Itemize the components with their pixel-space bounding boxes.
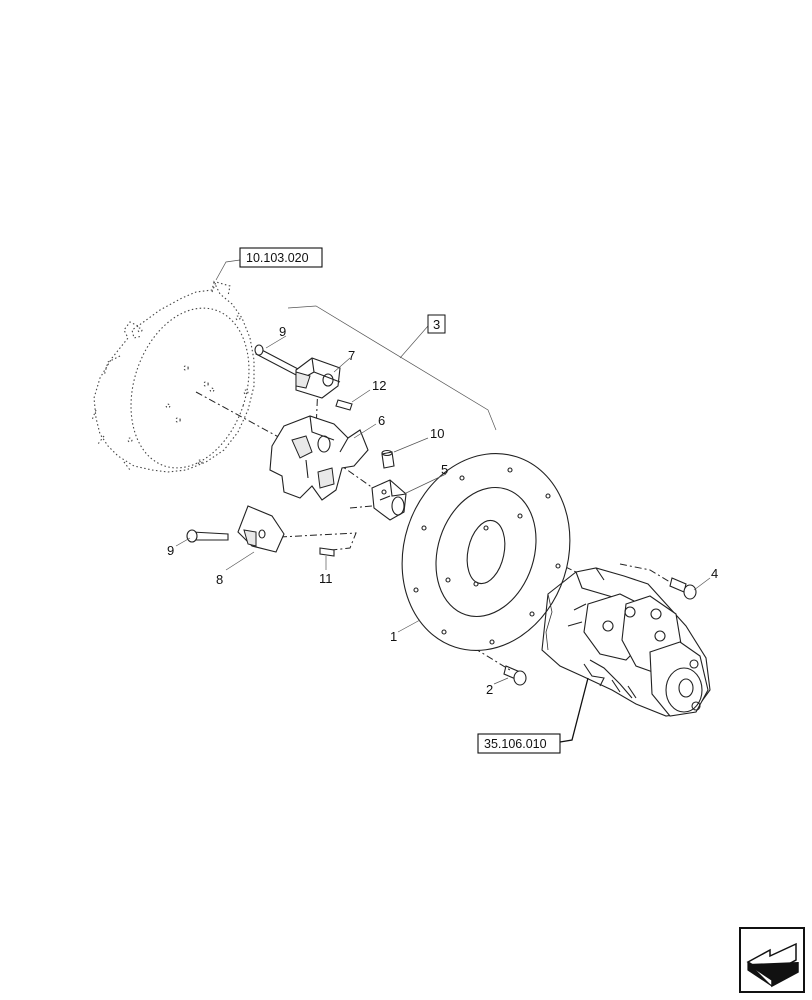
leader-10 (393, 437, 429, 453)
callout-6: 6 (378, 413, 385, 428)
ref-housing-label[interactable]: 10.103.020 (246, 251, 309, 265)
leader-ref-pump (559, 677, 589, 743)
callout-1: 1 (390, 629, 397, 644)
coupling-hub (371, 479, 407, 521)
ref-box-housing (239, 247, 323, 268)
leader-4 (693, 577, 711, 591)
centerline-screw (279, 505, 373, 551)
callout-11: 11 (319, 571, 333, 586)
group-bracket-line (287, 305, 497, 431)
centerline-housing (195, 391, 285, 441)
screw-upper (254, 344, 301, 377)
ref-box-kit (427, 314, 446, 334)
leader-9b (175, 537, 191, 547)
callout-8: 8 (216, 572, 223, 587)
group-bracket-leader (399, 325, 429, 359)
hydraulic-pump (541, 567, 711, 717)
screw-lower (186, 529, 229, 543)
leader-1 (397, 619, 421, 633)
callout-7: 7 (348, 348, 355, 363)
callout-9-upper: 9 (279, 324, 286, 339)
elastic-coupling (269, 415, 369, 501)
callout-4: 4 (711, 566, 718, 581)
callout-10: 10 (430, 426, 444, 441)
leader-7 (333, 357, 351, 373)
pin-upper (335, 399, 353, 411)
callout-5: 5 (441, 462, 448, 477)
ref-box-pump (477, 733, 561, 754)
callout-12: 12 (372, 378, 386, 393)
leader-2 (493, 677, 509, 685)
flywheel-housing (91, 280, 255, 473)
leader-12 (351, 389, 371, 403)
leader-6 (353, 423, 377, 439)
centerline-bolt-4 (619, 563, 671, 583)
leader-5 (403, 473, 447, 495)
clamp-block (237, 505, 285, 553)
coupling-insert-block (295, 357, 341, 399)
leader-8 (225, 551, 255, 571)
ref-pump-label[interactable]: 35.106.010 (484, 737, 547, 751)
pin-lower (319, 547, 335, 557)
leader-9a (265, 335, 287, 349)
centerline-bolt-2 (473, 647, 511, 671)
set-screw (381, 449, 395, 469)
bolt-right (669, 577, 697, 600)
drive-plate (401, 453, 571, 651)
bolt-lower (503, 665, 527, 686)
next-page-arrow-icon[interactable] (739, 927, 805, 993)
callout-9-lower: 9 (167, 543, 174, 558)
leader-ref-housing (215, 259, 241, 281)
callout-2: 2 (486, 682, 493, 697)
ref-kit-label: 3 (433, 317, 440, 332)
